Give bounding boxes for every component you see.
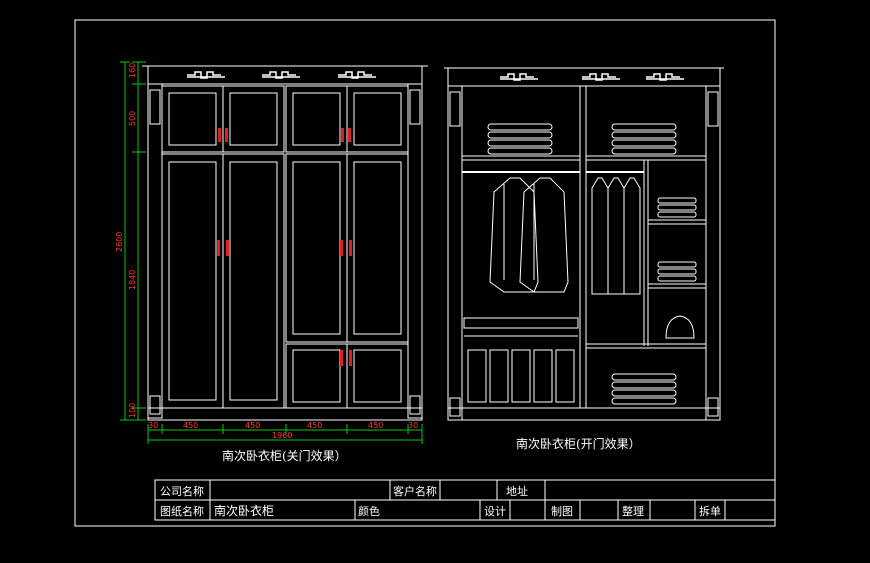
dim-upper: 500 (128, 111, 137, 126)
title-block (154, 479, 776, 521)
right-pilaster (407, 83, 423, 419)
drawing-frame (74, 19, 776, 527)
dim-width-seg-2: 450 (245, 421, 260, 430)
dim-width-seg-3: 450 (307, 421, 322, 430)
dim-bottom: 100 (128, 403, 137, 418)
vertical-dimension-labels: 160 500 2600 1840 100 (115, 63, 137, 418)
dim-middle: 1840 (128, 270, 137, 290)
open-wardrobe (444, 67, 724, 421)
organize-label: 整理 (622, 504, 644, 518)
dim-width-seg-0: 30 (148, 421, 158, 430)
drafter-label: 制图 (551, 505, 573, 518)
drawing-name-label: 图纸名称 (160, 504, 204, 518)
color-label: 颜色 (358, 504, 380, 518)
drawing-name-value: 南次卧衣柜 (214, 503, 274, 518)
hanging-pants (467, 349, 575, 403)
folded-clothes (487, 123, 697, 405)
closed-wardrobe (142, 65, 428, 421)
open-plinth (447, 407, 721, 421)
left-pilaster (147, 83, 163, 419)
hanging-coats (489, 177, 569, 293)
closed-doors (161, 85, 409, 409)
hanging-shirts (591, 177, 641, 295)
open-left-side (447, 85, 463, 421)
dismantle-label: 拆单 (699, 504, 721, 518)
crown-ornaments (187, 71, 376, 79)
dim-top: 160 (128, 63, 137, 78)
design-label: 设计 (484, 505, 506, 518)
dim-width-seg-5: 30 (408, 421, 418, 430)
closed-plinth (147, 407, 423, 421)
dim-width-seg-4: 450 (368, 421, 383, 430)
bag (665, 315, 695, 339)
open-crown-ornaments (500, 73, 684, 81)
horizontal-dimensions (147, 424, 423, 444)
horizontal-dimension-labels: 30 450 450 450 450 30 1960 (148, 421, 418, 440)
client-label: 客户名称 (393, 484, 437, 498)
closed-caption: 南次卧衣柜(关门效果） (222, 448, 347, 463)
dim-width-seg-1: 450 (183, 421, 198, 430)
dim-total-width: 1960 (272, 431, 292, 440)
open-right-side (705, 85, 721, 421)
address-label: 地址 (506, 484, 528, 498)
dim-overall: 2600 (115, 232, 124, 252)
vertical-dimensions (120, 61, 146, 421)
company-label: 公司名称 (160, 484, 204, 498)
door-handles (217, 128, 352, 366)
open-caption: 南次卧衣柜(开门效果） (516, 436, 641, 451)
